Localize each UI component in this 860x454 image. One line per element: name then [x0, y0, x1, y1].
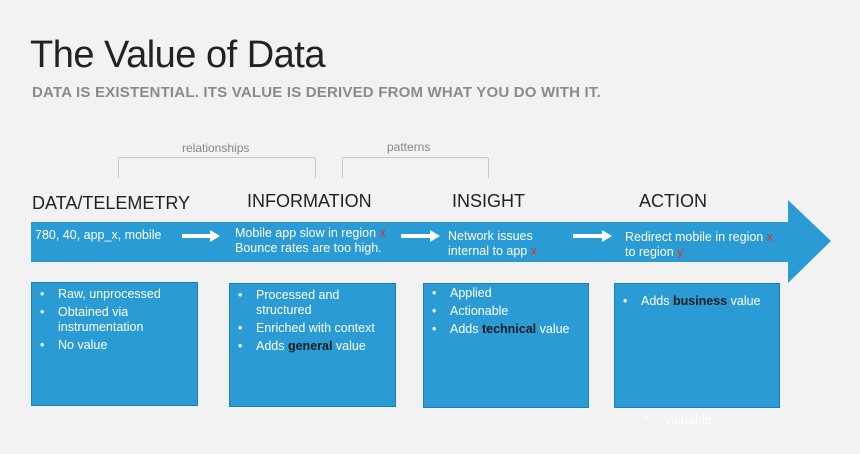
relationships-bracket — [118, 157, 316, 178]
faded-text: Valuable — [664, 413, 712, 427]
list-item: No value — [32, 338, 197, 353]
list-item: Processed and structured — [230, 288, 356, 318]
detail-box-data-telemetry: Raw, unprocessed Obtained via instrument… — [31, 282, 198, 406]
band-text-information: Mobile app slow in region x Bounce rates… — [235, 226, 386, 255]
list-item: Adds technical value — [424, 322, 588, 337]
band-text-data: 780, 40, app_x, mobile — [35, 228, 162, 242]
small-right-arrow-icon — [573, 230, 612, 242]
detail-box-information: Processed and structured Enriched with c… — [229, 283, 396, 407]
patterns-label: patterns — [387, 140, 431, 154]
relationships-label: relationships — [182, 141, 250, 155]
list-item: Enriched with context — [230, 321, 395, 336]
page-subtitle: DATA IS EXISTENTIAL. ITS VALUE IS DERIVE… — [32, 84, 601, 101]
stage-title-information: INFORMATION — [247, 191, 372, 211]
small-right-arrow-icon — [182, 230, 220, 242]
patterns-bracket — [342, 157, 489, 178]
list-item: Adds general value — [230, 339, 395, 354]
stage-title-action: ACTION — [639, 191, 708, 211]
band-text-insight: Network issues internal to app x — [448, 229, 537, 258]
detail-box-action: Adds business value — [614, 283, 780, 408]
page-title: The Value of Data — [30, 34, 325, 76]
list-item: Obtained via instrumentation — [32, 305, 178, 335]
stage-title-insight: INSIGHT — [452, 191, 526, 211]
list-item: Applied — [424, 286, 588, 301]
detail-box-insight: Applied Actionable Adds technical value — [423, 283, 589, 408]
small-right-arrow-icon — [401, 230, 440, 242]
band-text-action: Redirect mobile in region x to region y — [625, 230, 773, 259]
list-item: Actionable — [424, 304, 588, 319]
list-item: Raw, unprocessed — [32, 287, 197, 302]
list-item: Adds business value — [615, 294, 779, 309]
faded-bullet-dot: • — [644, 411, 649, 425]
stage-title-data-telemetry: DATA/TELEMETRY — [32, 193, 191, 213]
band-arrow-shape — [31, 200, 831, 283]
